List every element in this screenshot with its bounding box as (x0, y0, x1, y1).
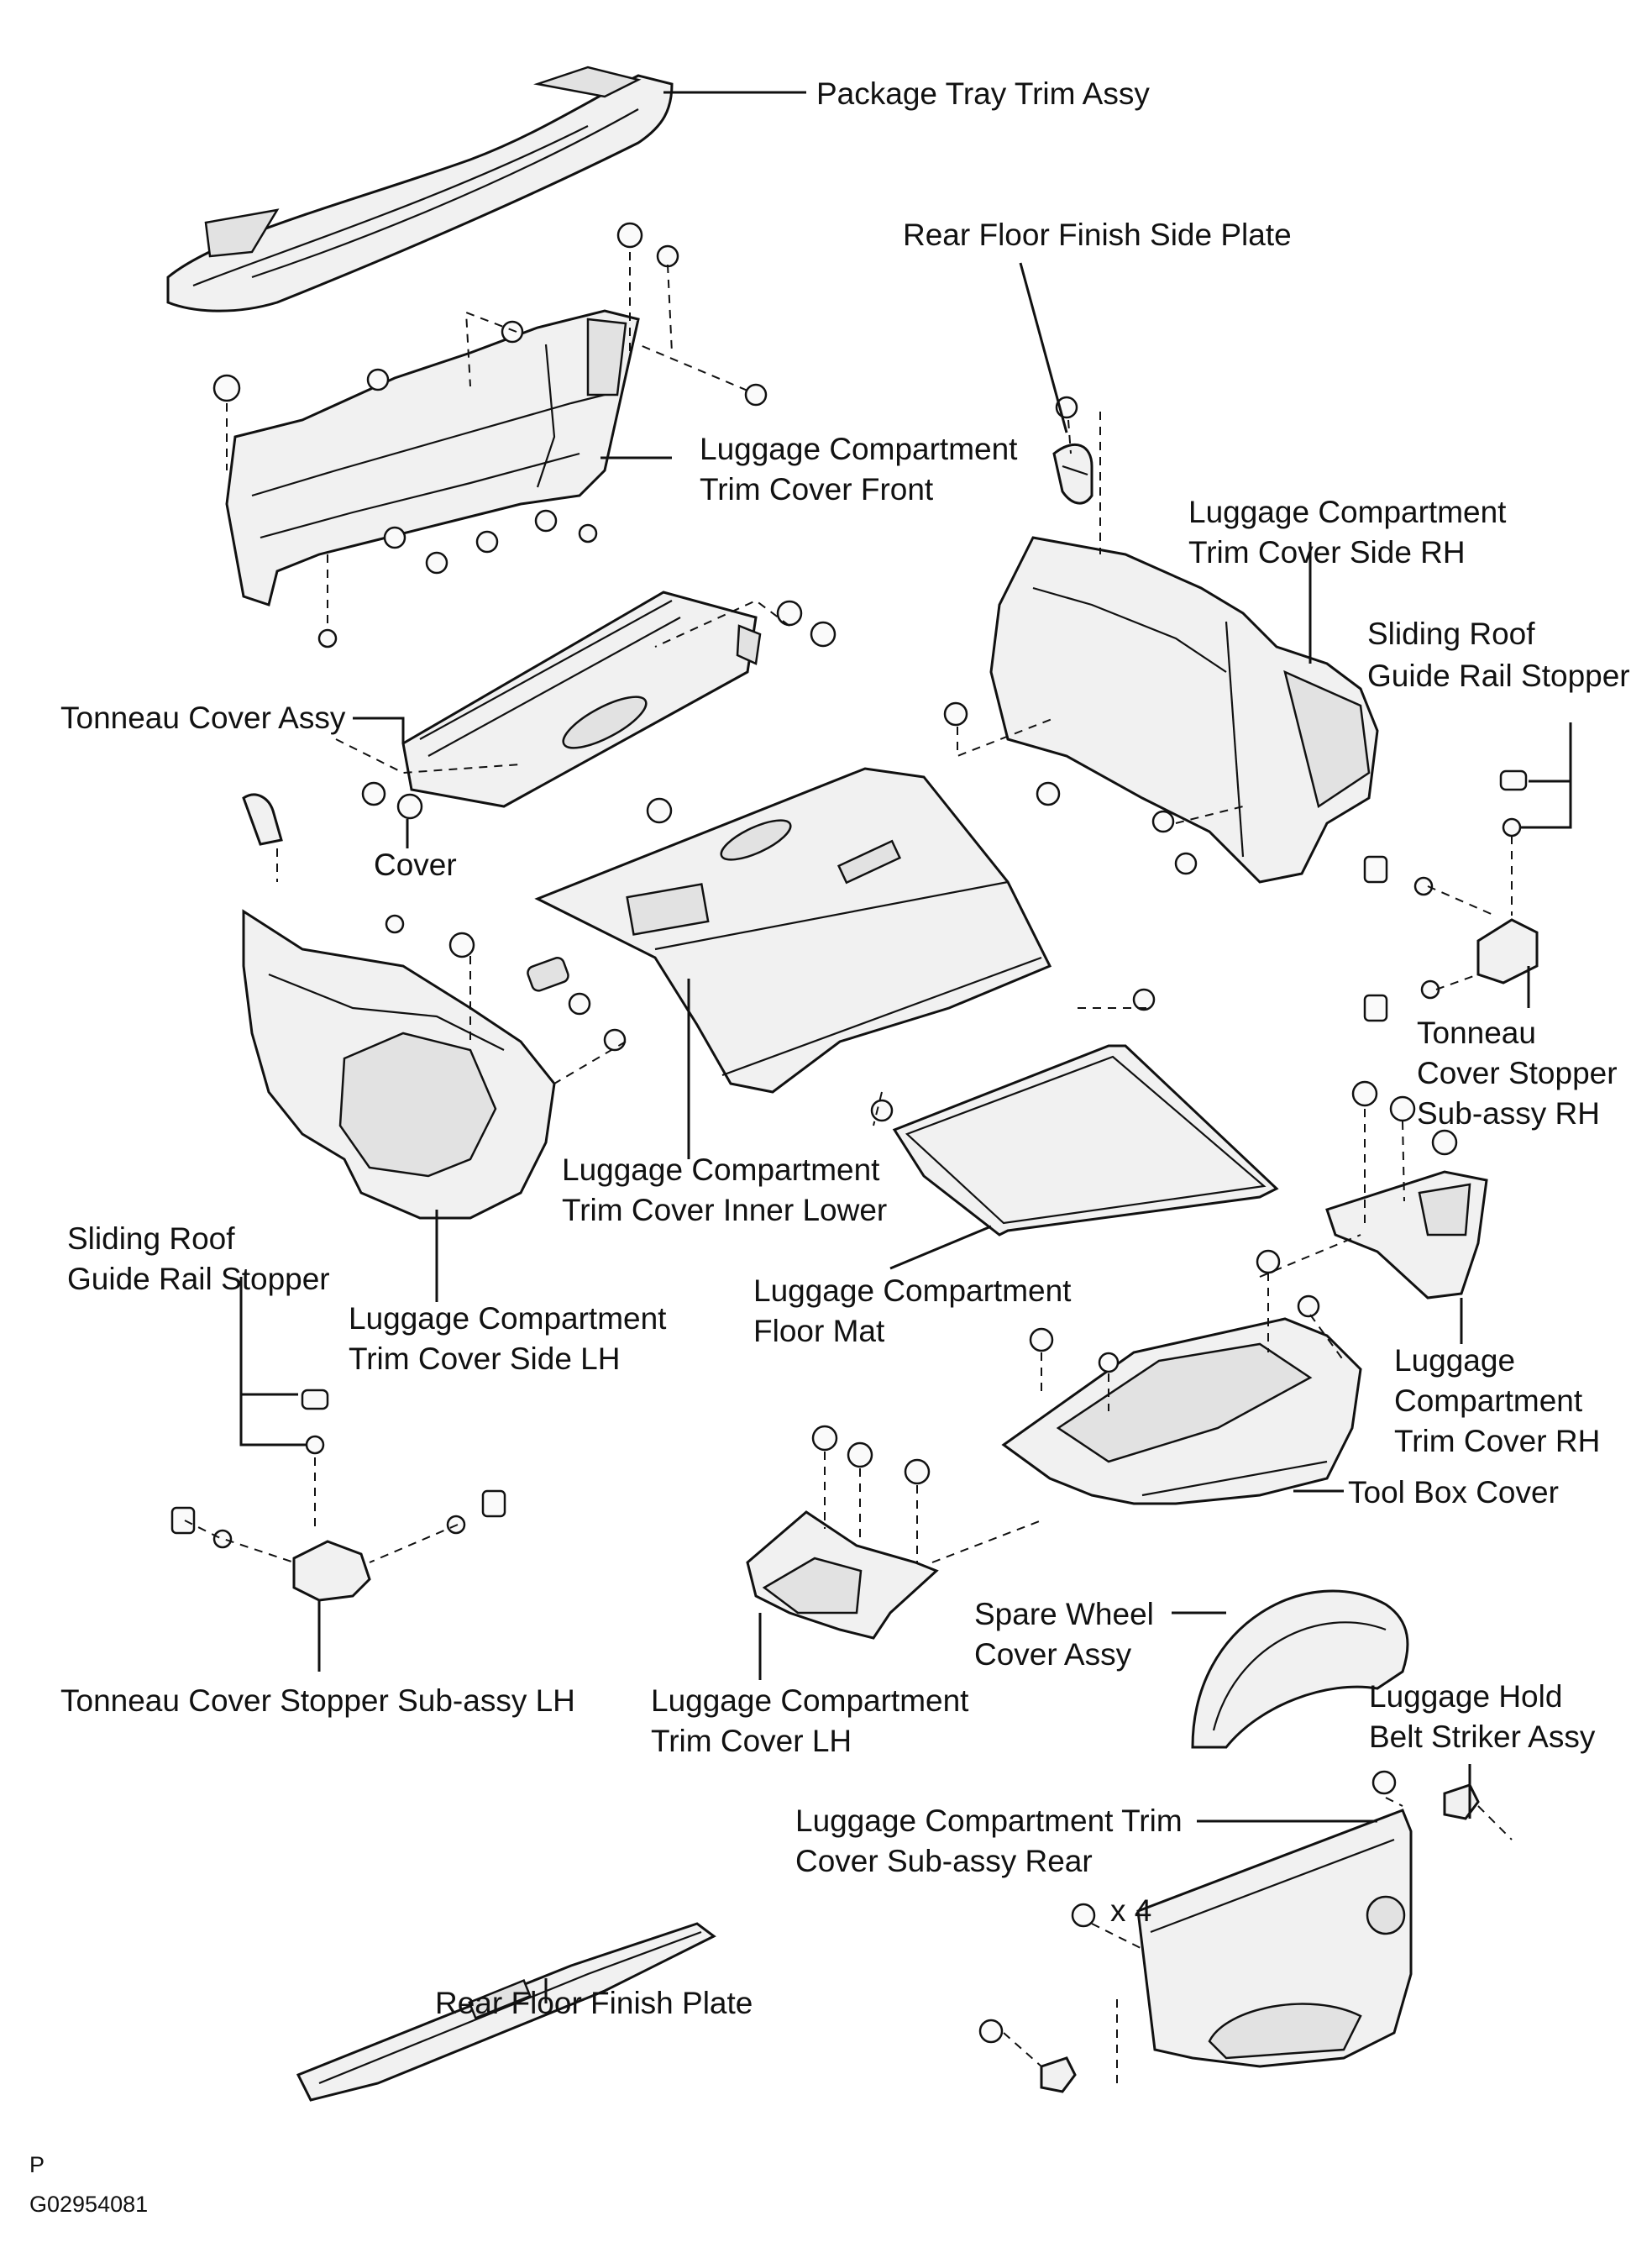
label-trim-cover-front-line2: Trim Cover Front (700, 472, 934, 507)
label-trim-cover-side-lh-line2: Trim Cover Side LH (349, 1342, 621, 1376)
trim-cover-side-lh-part (242, 793, 569, 1220)
clips-and-bolts (212, 222, 1458, 2044)
footer-figure-code: G02954081 (29, 2192, 149, 2217)
floor-mat-part (892, 1044, 1279, 1237)
rear-floor-finish-side-plate-part (1052, 443, 1093, 505)
label-trim-cover-rear-line2: Cover Sub-assy Rear (795, 1844, 1093, 1878)
label-trim-cover-rh-line3: Trim Cover RH (1394, 1424, 1601, 1458)
tonneau-cover-part (401, 591, 762, 808)
label-tonneau-stopper-rh-line2: Cover Stopper (1417, 1056, 1618, 1090)
tool-box-cover-part (1001, 1317, 1362, 1505)
trim-cover-rh-part (1325, 1170, 1488, 1300)
label-tool-box-cover: Tool Box Cover (1348, 1475, 1559, 1510)
label-floor-mat-line2: Floor Mat (753, 1314, 885, 1348)
label-hold-belt-striker-line2: Belt Striker Assy (1369, 1720, 1596, 1754)
label-spare-wheel-cover-line1: Spare Wheel (974, 1597, 1154, 1631)
trim-cover-front-part (225, 309, 640, 606)
label-tonneau-stopper-rh-line3: Sub-assy RH (1417, 1096, 1600, 1131)
label-spare-wheel-cover-line2: Cover Assy (974, 1637, 1132, 1672)
label-sliding-roof-stopper-lh-line2: Guide Rail Stopper (67, 1262, 330, 1296)
label-tonneau-cover-assy: Tonneau Cover Assy (60, 701, 346, 735)
label-sliding-roof-stopper-lh-line1: Sliding Roof (67, 1221, 235, 1256)
label-trim-cover-side-lh-line1: Luggage Compartment (349, 1301, 667, 1336)
footer-p-mark: P (29, 2152, 45, 2177)
package-tray-trim-part (166, 66, 674, 312)
installation-lines (184, 252, 1513, 2083)
label-trim-cover-side-rh-line2: Trim Cover Side RH (1188, 535, 1466, 570)
label-sliding-roof-stopper-rh-line2: Guide Rail Stopper (1367, 659, 1630, 693)
label-cover: Cover (374, 848, 457, 882)
label-trim-cover-inner-lower-line1: Luggage Compartment (562, 1153, 880, 1187)
label-rear-floor-finish-plate: Rear Floor Finish Plate (435, 1986, 753, 2020)
label-trim-cover-inner-lower-line2: Trim Cover Inner Lower (562, 1193, 888, 1227)
trim-cover-inner-lower-part (534, 767, 1052, 1094)
trim-cover-rear-part (1136, 1809, 1413, 2068)
rear-floor-finish-plate-part (296, 1922, 716, 2102)
label-sliding-roof-stopper-rh-line1: Sliding Roof (1367, 617, 1535, 651)
trim-cover-lh-part (746, 1510, 939, 1640)
label-hold-belt-striker-line1: Luggage Hold (1369, 1679, 1563, 1714)
label-quantity-x4: x 4 (1110, 1893, 1152, 1928)
trim-cover-side-rh-part (989, 536, 1379, 884)
label-tonneau-stopper-lh: Tonneau Cover Stopper Sub-assy LH (60, 1683, 575, 1718)
leader-lines (239, 91, 1572, 2003)
label-floor-mat-line1: Luggage Compartment (753, 1273, 1072, 1308)
label-trim-cover-rh-line2: Compartment (1394, 1384, 1583, 1418)
tonneau-stopper-rh-part (1363, 769, 1539, 1022)
label-package-tray-trim-assy: Package Tray Trim Assy (816, 76, 1150, 111)
label-rear-floor-finish-side-plate: Rear Floor Finish Side Plate (903, 218, 1292, 252)
label-trim-cover-front-line1: Luggage Compartment (700, 432, 1018, 466)
tonneau-stopper-lh-part (170, 1389, 506, 1602)
label-trim-cover-rear-line1: Luggage Compartment Trim (795, 1804, 1183, 1838)
spare-wheel-cover-part (1191, 1589, 1409, 1749)
label-trim-cover-lh-line1: Luggage Compartment (651, 1683, 969, 1718)
label-tonneau-stopper-rh-line1: Tonneau (1417, 1016, 1536, 1050)
label-trim-cover-side-rh-line1: Luggage Compartment (1188, 495, 1507, 529)
label-trim-cover-lh-line2: Trim Cover LH (651, 1724, 852, 1758)
label-trim-cover-rh-line1: Luggage (1394, 1343, 1516, 1378)
